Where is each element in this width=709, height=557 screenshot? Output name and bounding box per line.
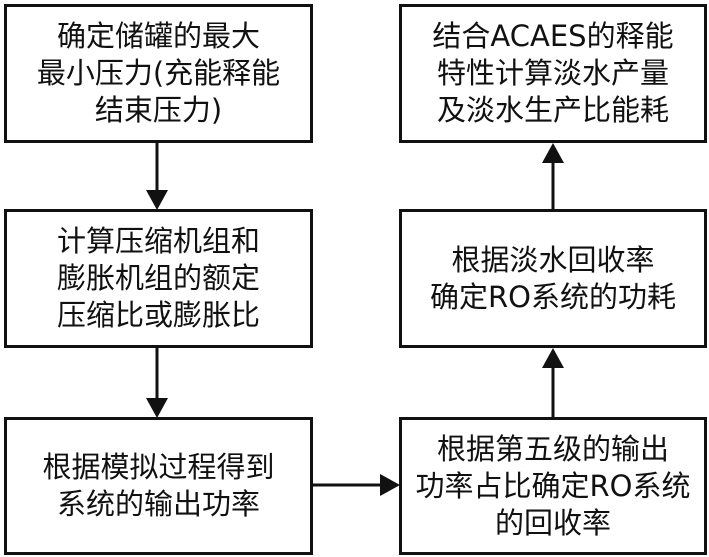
step-5-line-2: 确定RO系统的功耗: [430, 279, 676, 314]
arrow-3-to-4-head: [380, 474, 400, 496]
step-4-line-3: 的回收率: [494, 505, 611, 540]
step-1-text: 确定储罐的最大 最小压力(充能释能 结束压力): [37, 18, 280, 129]
step-2-line-1: 计算压缩机组和: [56, 224, 260, 258]
step-6-text: 结合ACAES的释能 特性计算淡水产量 及淡水生产比能耗: [432, 18, 673, 129]
step-3-text: 根据模拟过程得到 系统的输出功率: [42, 449, 274, 523]
step-2-compute-ratios: 计算压缩机组和 膨胀机组的额定 压缩比或膨胀比: [4, 209, 313, 348]
step-2-line-2: 膨胀机组的额定: [56, 261, 260, 295]
arrow-1-to-2-head: [146, 190, 168, 210]
step-3-line-1: 根据模拟过程得到: [42, 450, 275, 484]
step-1-line-3: 结束压力): [94, 93, 223, 127]
step-4-ro-recovery-rate: 根据第五级的输出 功率占比确定RO系统 的回收率: [399, 417, 707, 555]
arrow-5-to-6-head: [542, 143, 564, 163]
step-5-ro-power-consumption: 根据淡水回收率 确定RO系统的功耗: [399, 209, 707, 348]
step-3-output-power: 根据模拟过程得到 系统的输出功率: [4, 417, 313, 555]
step-2-text: 计算压缩机组和 膨胀机组的额定 压缩比或膨胀比: [57, 223, 260, 334]
step-6-line-1: 结合ACAES的释能: [432, 19, 674, 53]
step-4-line-2: 功率占比确定RO系统: [415, 468, 691, 503]
step-6-freshwater-output: 结合ACAES的释能 特性计算淡水产量 及淡水生产比能耗: [399, 4, 707, 143]
step-6-line-3: 及淡水生产比能耗: [436, 93, 669, 127]
step-3-line-2: 系统的输出功率: [56, 487, 260, 521]
arrow-2-to-3-head: [146, 398, 168, 418]
step-1-determine-tank-pressure: 确定储罐的最大 最小压力(充能释能 结束压力): [4, 4, 313, 143]
step-5-line-1: 根据淡水回收率: [451, 242, 655, 277]
step-4-text: 根据第五级的输出 功率占比确定RO系统 的回收率: [416, 431, 691, 542]
step-4-line-1: 根据第五级的输出: [436, 431, 669, 466]
step-5-text: 根据淡水回收率 确定RO系统的功耗: [430, 242, 676, 316]
arrow-4-to-5-head: [542, 348, 564, 368]
step-2-line-3: 压缩比或膨胀比: [56, 298, 260, 332]
step-1-line-2: 最小压力(充能释能: [36, 56, 281, 90]
step-6-line-2: 特性计算淡水产量: [436, 56, 669, 90]
step-1-line-1: 确定储罐的最大: [56, 19, 260, 53]
